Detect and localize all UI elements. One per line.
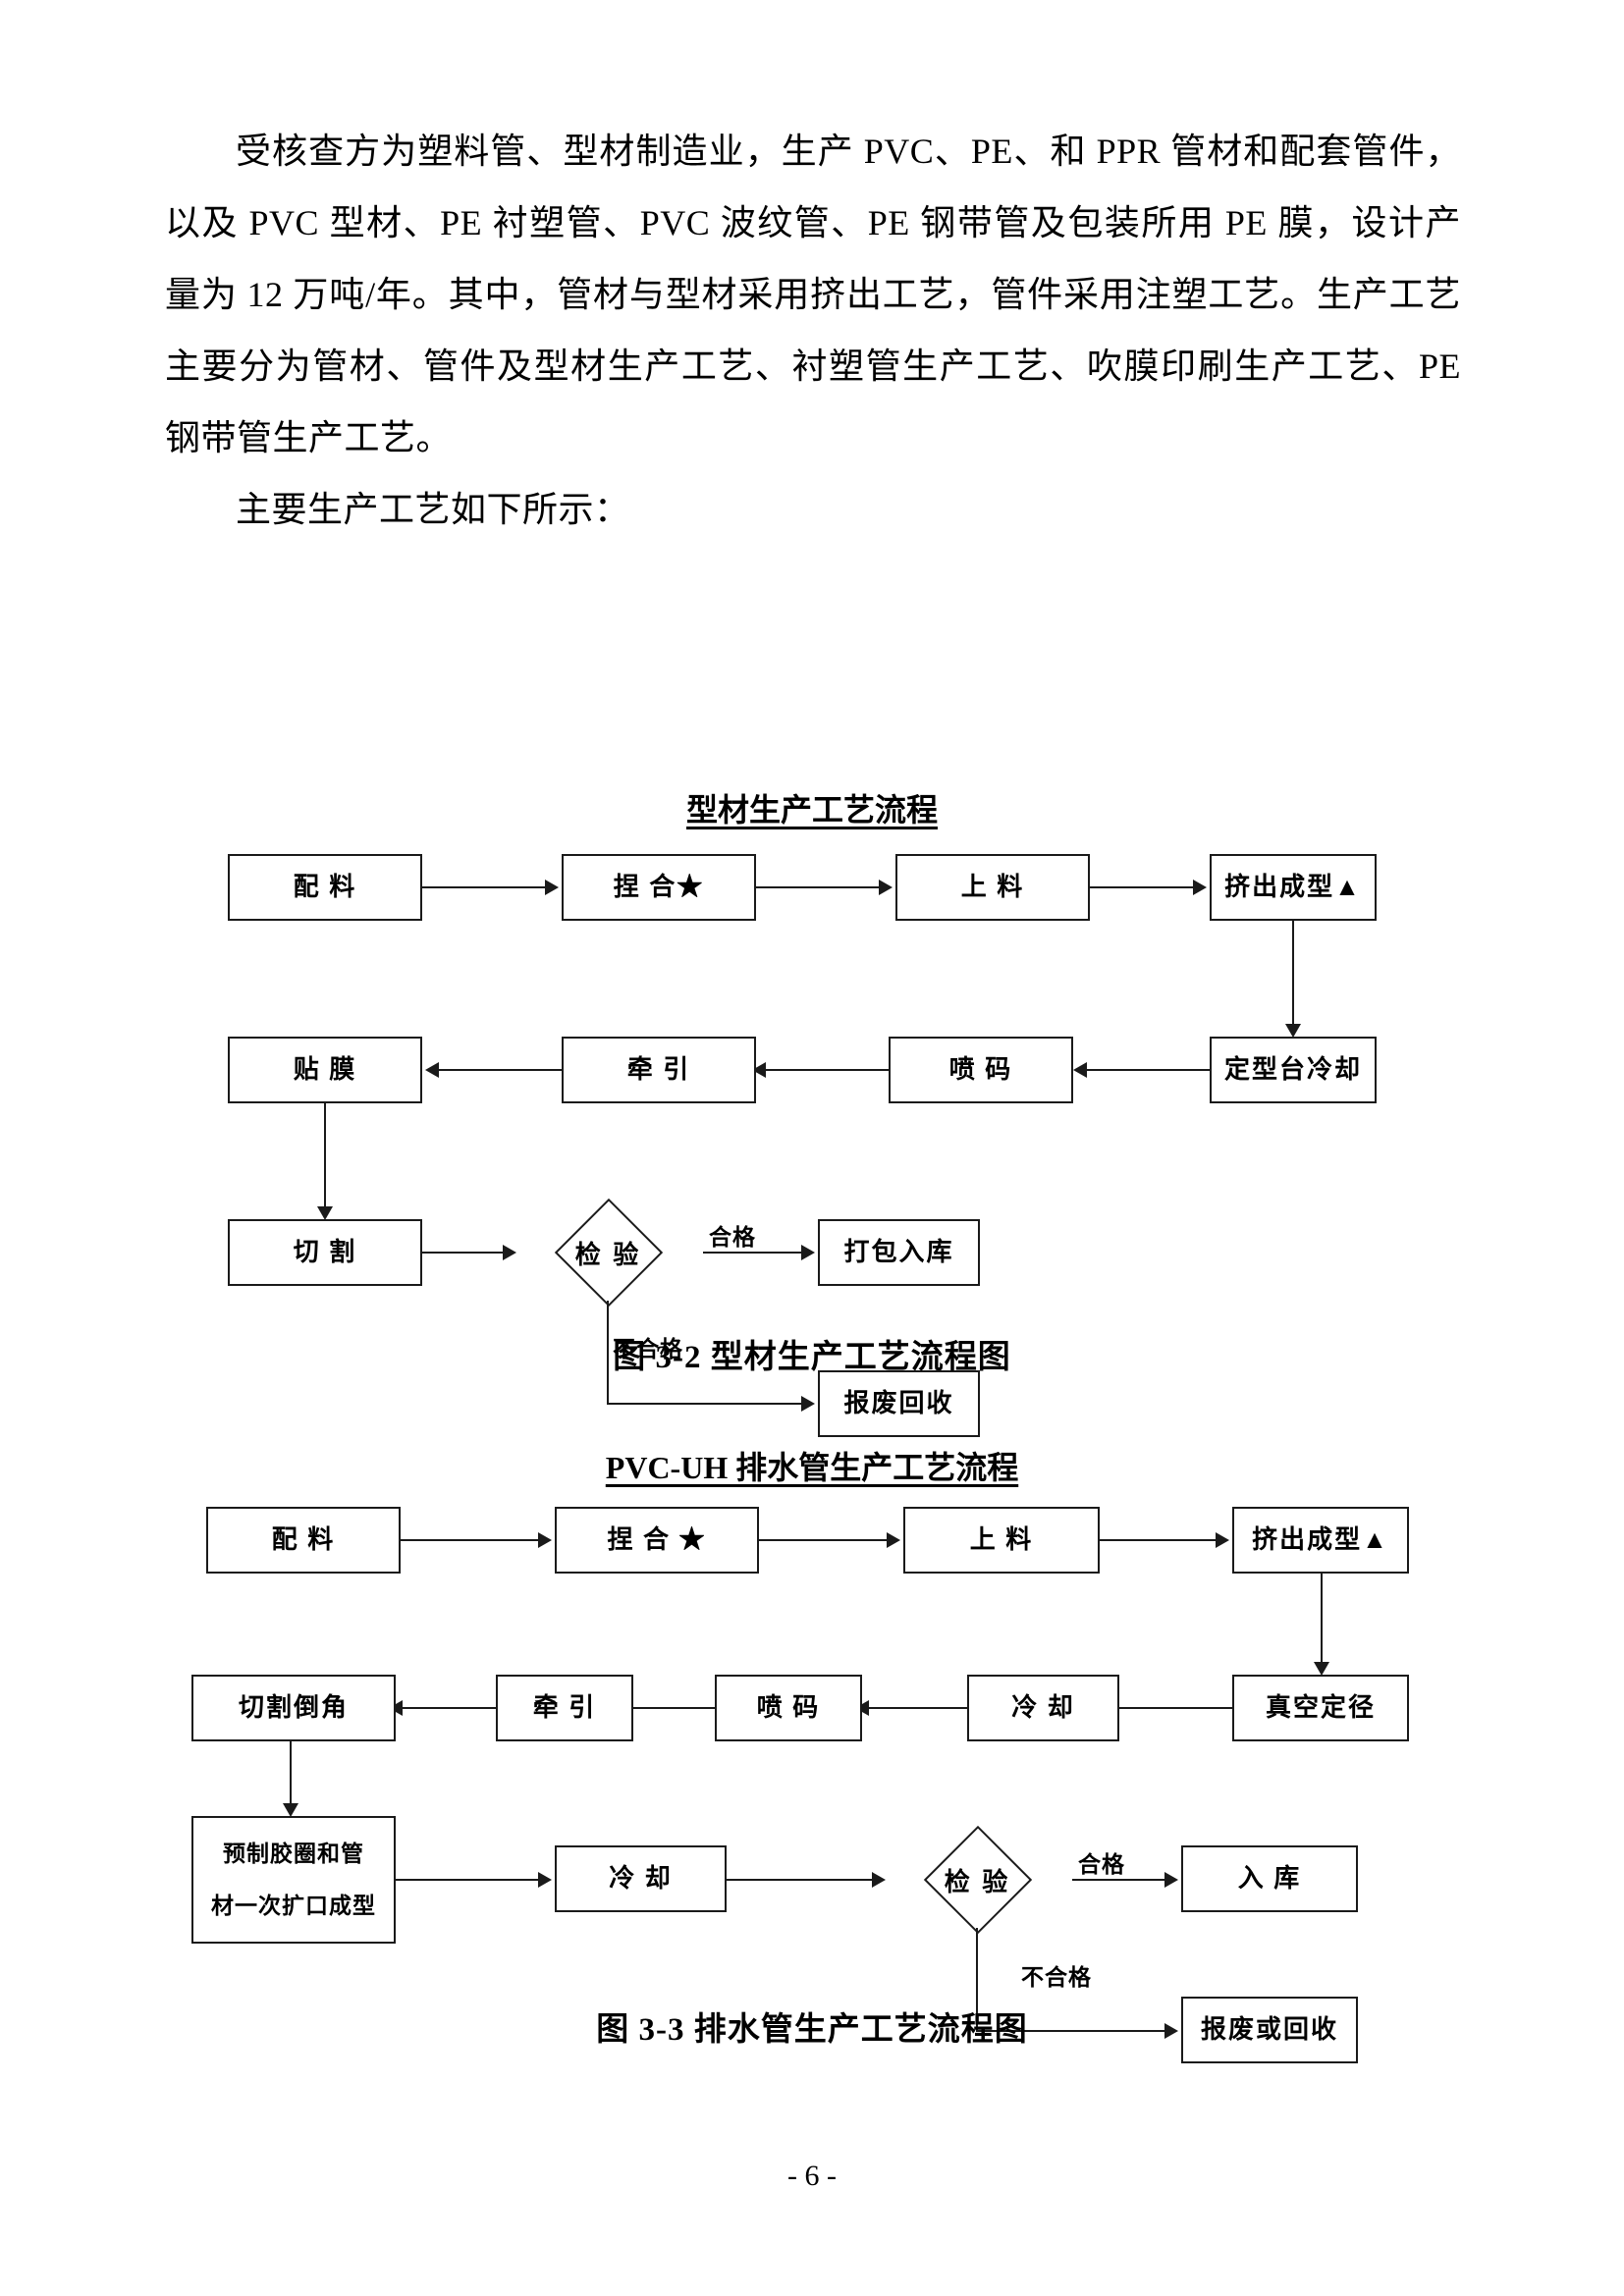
node-dabao: 打包入库 [818, 1219, 980, 1286]
connector2-penma-qianyin [619, 1707, 715, 1709]
edge-label-buhege: 不合格 [613, 1337, 683, 1362]
connector2-niehe-shangliao [759, 1539, 887, 1541]
paragraph-2: 主要生产工艺如下所示： [236, 490, 630, 529]
connector-qianyin-tiemo [439, 1069, 562, 1071]
node-jianyan: 检 验 [503, 1198, 714, 1308]
connector2-yuzhi-lengque2 [396, 1879, 538, 1881]
node-qianyin: 牵 引 [562, 1037, 756, 1103]
connector-jianyan-dabao [703, 1252, 801, 1254]
connector-jianyan-baofei [607, 1403, 801, 1405]
connector2-jianyan-ruku [1072, 1879, 1164, 1881]
connector-dingxing-penma [1087, 1069, 1210, 1071]
node2-ruku: 入 库 [1181, 1845, 1358, 1912]
node-tiemo: 贴 膜 [228, 1037, 422, 1103]
page-number: - 6 - [787, 2160, 837, 2192]
arrowhead-tiemo-qiege [317, 1206, 333, 1220]
edge-label-hege: 合格 [709, 1225, 756, 1250]
arrowhead2-shangliao-jichu [1216, 1532, 1229, 1548]
node2-lengque2: 冷 却 [555, 1845, 727, 1912]
arrowhead-jianyan-baofei [801, 1396, 815, 1412]
connector-penma-qianyin [766, 1069, 889, 1071]
arrowhead-qiege-jianyan [503, 1245, 516, 1260]
node2-jichu: 挤出成型▲ [1232, 1507, 1409, 1574]
connector2-lengque1-penma [869, 1707, 967, 1709]
connector2-qiegedaojiao-yuzhi [290, 1741, 292, 1803]
arrowhead-qianyin-tiemo [425, 1062, 439, 1078]
node2-niehe: 捏 合 ★ [555, 1507, 759, 1574]
body-text-block: 受核查方为塑料管、型材制造业，生产 PVC、PE、和 PPR 管材和配套管件，以… [165, 116, 1461, 546]
arrowhead2-niehe-shangliao [887, 1532, 900, 1548]
arrowhead2-qiegedaojiao-yuzhi [283, 1803, 298, 1817]
node-baofei: 报废回收 [818, 1370, 980, 1437]
node-qiege: 切 割 [228, 1219, 422, 1286]
arrowhead-shangliao-jichu [1193, 880, 1207, 895]
figure2-caption: 图 3-3 排水管生产工艺流程图 [596, 2012, 1028, 2048]
arrowhead-peiliao-niehe [545, 880, 559, 895]
arrowhead2-jianyan-baofei [1164, 2023, 1178, 2039]
arrowhead-jichu-dingxing [1285, 1024, 1301, 1038]
arrowhead2-jianyan-ruku [1164, 1872, 1178, 1888]
connector-qiege-jianyan [422, 1252, 503, 1254]
node2-shangliao: 上 料 [903, 1507, 1100, 1574]
connector-peiliao-niehe [422, 886, 545, 888]
node2-penma: 喷 码 [715, 1675, 862, 1741]
figure2-flowchart: 配 料 捏 合 ★ 上 料 挤出成型▲ 真空定径 冷 却 喷 码 牵 引 切割倒… [0, 1497, 1624, 2063]
arrowhead-jianyan-dabao [801, 1245, 815, 1260]
connector2-jianyan-fail-vertical [976, 1928, 978, 2032]
node-niehe: 捏 合★ [562, 854, 756, 921]
node-shangliao: 上 料 [895, 854, 1090, 921]
connector2-shangliao-jichu [1100, 1539, 1216, 1541]
connector-jianyan-fail-vertical [607, 1301, 609, 1405]
paragraph-1: 受核查方为塑料管、型材制造业，生产 PVC、PE、和 PPR 管材和配套管件，以… [165, 132, 1461, 457]
node2-yuzhi-line1: 预制胶圈和管 [223, 1841, 364, 1866]
node2-qiegedaojiao: 切割倒角 [191, 1675, 396, 1741]
node-penma: 喷 码 [889, 1037, 1073, 1103]
node2-qianyin: 牵 引 [496, 1675, 633, 1741]
connector2-lengque2-jianyan [727, 1879, 872, 1881]
figure2-heading: PVC-UH 排水管生产工艺流程 [605, 1450, 1019, 1485]
node2-lengque1: 冷 却 [967, 1675, 1119, 1741]
figure1-caption: 图 3-2 型材生产工艺流程图 [613, 1340, 1011, 1375]
node2-peiliao: 配 料 [206, 1507, 401, 1574]
node-peiliao: 配 料 [228, 854, 422, 921]
node-jianyan-label: 检 验 [574, 1240, 642, 1269]
node2-yuzhi: 预制胶圈和管 材一次扩口成型 [191, 1816, 396, 1944]
node2-yuzhi-line2: 材一次扩口成型 [211, 1893, 376, 1918]
arrowhead2-jichu-zhenkong [1314, 1662, 1329, 1676]
figure1-heading: 型材生产工艺流程 [685, 792, 938, 828]
node2-jianyan: 检 验 [872, 1825, 1083, 1935]
connector2-jichu-zhenkong [1321, 1574, 1323, 1662]
connector2-zhenkong-lengque1 [1119, 1707, 1232, 1709]
figure1-flowchart: 配 料 捏 合★ 上 料 挤出成型▲ 定型台冷却 喷 码 牵 引 贴 膜 切 割 [0, 844, 1624, 1437]
arrowhead-dingxing-penma [1073, 1062, 1087, 1078]
arrowhead2-yuzhi-lengque2 [538, 1872, 552, 1888]
node2-jianyan-label: 检 验 [944, 1867, 1011, 1896]
arrowhead2-peiliao-niehe [538, 1532, 552, 1548]
connector-shangliao-jichu [1090, 886, 1193, 888]
node-jichu: 挤出成型▲ [1210, 854, 1377, 921]
node2-zhenkong: 真空定径 [1232, 1675, 1409, 1741]
node-dingxing: 定型台冷却 [1210, 1037, 1377, 1103]
node2-baofei: 报废或回收 [1181, 1997, 1358, 2063]
connector2-peiliao-niehe [401, 1539, 538, 1541]
connector-tiemo-qiege [324, 1103, 326, 1206]
edge-label2-buhege: 不合格 [1021, 1965, 1092, 1990]
connector2-jianyan-baofei [976, 2030, 1164, 2032]
connector-niehe-shangliao [756, 886, 879, 888]
arrowhead-niehe-shangliao [879, 880, 893, 895]
edge-label2-hege: 合格 [1078, 1852, 1125, 1877]
arrowhead2-lengque2-jianyan [872, 1872, 886, 1888]
connector-jichu-dingxing [1292, 921, 1294, 1024]
connector2-qianyin-qiegedaojiao [403, 1707, 496, 1709]
